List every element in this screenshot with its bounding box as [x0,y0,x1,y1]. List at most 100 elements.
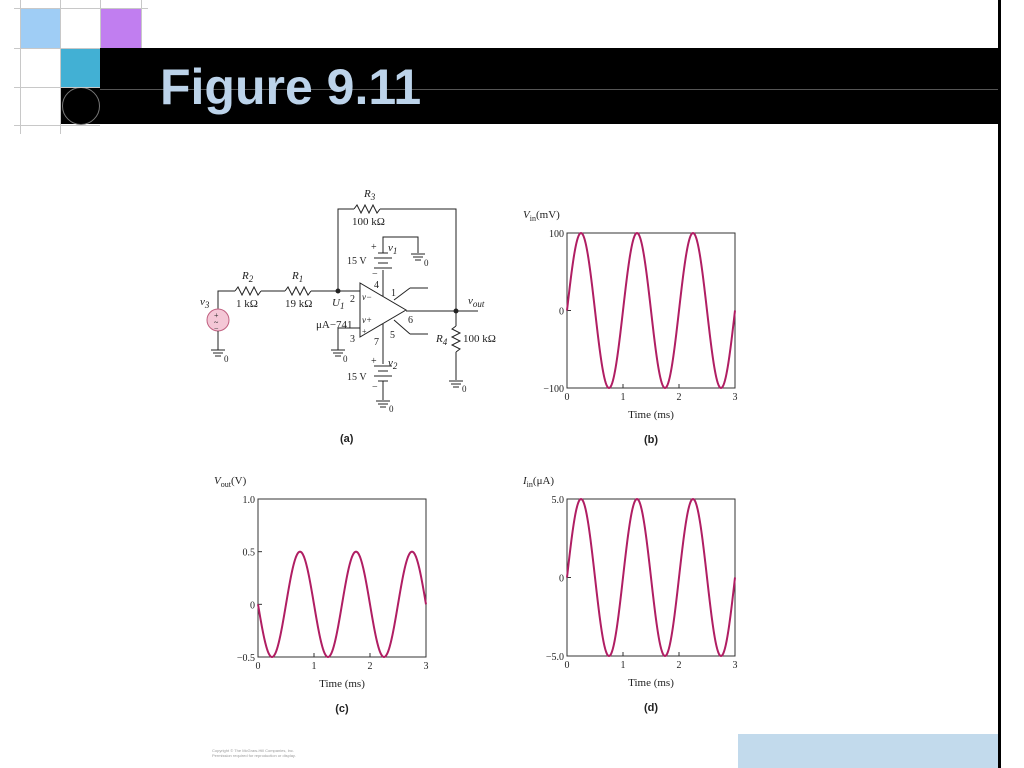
opamp-plus-sign: + [362,327,367,336]
x-tick-label: 3 [733,392,738,403]
r3-resistor [353,203,381,215]
slide-title: Figure 9.11 [160,59,422,115]
v2-plus: + [371,356,377,367]
battery-v2 [374,365,392,382]
x-tick-label: 1 [621,392,626,403]
r2-value: 1 kΩ [236,298,258,310]
ground-symbol [211,349,225,357]
feedback-wire [337,208,354,289]
opamp-symbol [359,282,407,338]
x-tick-label: 3 [424,661,429,672]
deco-square-blue [20,8,60,48]
ground-label: 0 [224,354,229,364]
ground-label: 0 [389,404,394,414]
v3-plus: + [214,311,219,320]
x-tick-label: 0 [256,661,261,672]
copyright-line: Permission required for reproduction or … [212,753,296,758]
ground-label: 0 [343,354,348,364]
x-tick-label: 1 [312,661,317,672]
node-dot [335,288,341,294]
x-tick-label: 2 [677,660,682,671]
r3-value: 100 kΩ [352,216,385,228]
battery-v1 [374,252,392,269]
y-tick-label: 0.5 [243,548,256,559]
input-wire [217,290,235,309]
r4-resistor [450,325,462,353]
deco-grid-line [100,0,101,48]
minus-input-label: v− [362,292,372,302]
r4-value: 100 kΩ [463,333,496,345]
caption-a: (a) [340,433,354,445]
v2-minus: − [372,382,378,393]
pin-2: 2 [350,294,355,305]
x-axis-label: Time (ms) [628,677,674,689]
v3-minus: − [214,324,219,333]
y-tick-label: 0 [559,574,564,585]
copyright-notice: Copyright © The McGraw-Hill Companies, I… [212,748,332,758]
ground-label: 0 [462,384,467,394]
v1-minus: − [372,269,378,280]
copyright-line: Copyright © The McGraw-Hill Companies, I… [212,748,295,753]
x-axis-label: Time (ms) [319,678,365,690]
supply-wire [382,236,419,253]
v2-volt: 15 V [347,372,367,383]
pin-5: 5 [390,330,395,341]
title-bar [100,48,1000,124]
r4-label: R4 [435,333,448,347]
pin1-lead [393,287,411,301]
x-tick-label: 2 [677,392,682,403]
x-axis-label: Time (ms) [628,409,674,421]
chart-caption: (d) [644,702,658,714]
bottom-accent-box [738,734,998,768]
plus-input-wire [337,327,360,350]
y-tick-label: 5.0 [552,495,565,506]
deco-grid-line [141,0,142,48]
y-axis-label: Iin(μA) [522,475,554,489]
deco-square-teal [61,49,101,87]
series-line [566,231,736,390]
r1-label: R1 [291,270,303,284]
r2-resistor [234,285,262,297]
series-line [257,550,427,659]
y-tick-label: 0 [559,307,564,318]
deco-grid-line [14,125,100,126]
deco-grid-line [14,48,100,49]
deco-grid-line [60,0,61,134]
v3-label: v3 [200,296,210,310]
plus-input-label: v+ [362,315,372,325]
y-tick-label: 0 [250,600,255,611]
vout-label: vout [468,295,485,309]
deco-grid-line [14,87,100,88]
y-tick-label: 100 [549,229,564,240]
u1-part: μA−741 [316,319,353,331]
circuit-labels: R3 100 kΩ R2 1 kΩ R1 19 kΩ v3 + ~ − 0 U1… [200,188,496,445]
r3-label: R3 [363,188,376,202]
ground-label: 0 [424,258,429,268]
title-rule [100,89,1000,90]
plot-frame [257,498,427,658]
ground-symbol [376,400,390,408]
ground-symbol [411,253,425,261]
x-tick-label: 1 [621,660,626,671]
feedback-wire-right [380,208,457,311]
pin-7: 7 [374,337,379,348]
pin-6: 6 [408,315,413,326]
x-tick-label: 0 [565,392,570,403]
series-line [566,497,736,658]
r2-label: R2 [241,270,254,284]
pin-4: 4 [374,280,379,291]
y-axis-label: Vout(V) [214,475,247,489]
chart-caption: (b) [644,434,658,446]
y-axis-label: Vin(mV) [523,209,560,223]
x-tick-label: 0 [565,660,570,671]
y-tick-label: −5.0 [546,652,564,663]
u1-label: U1 [332,297,344,311]
deco-grid-line [14,8,148,9]
v2-label: v2 [388,357,398,371]
circuit-diagram [206,203,478,408]
x-tick-label: 2 [368,661,373,672]
